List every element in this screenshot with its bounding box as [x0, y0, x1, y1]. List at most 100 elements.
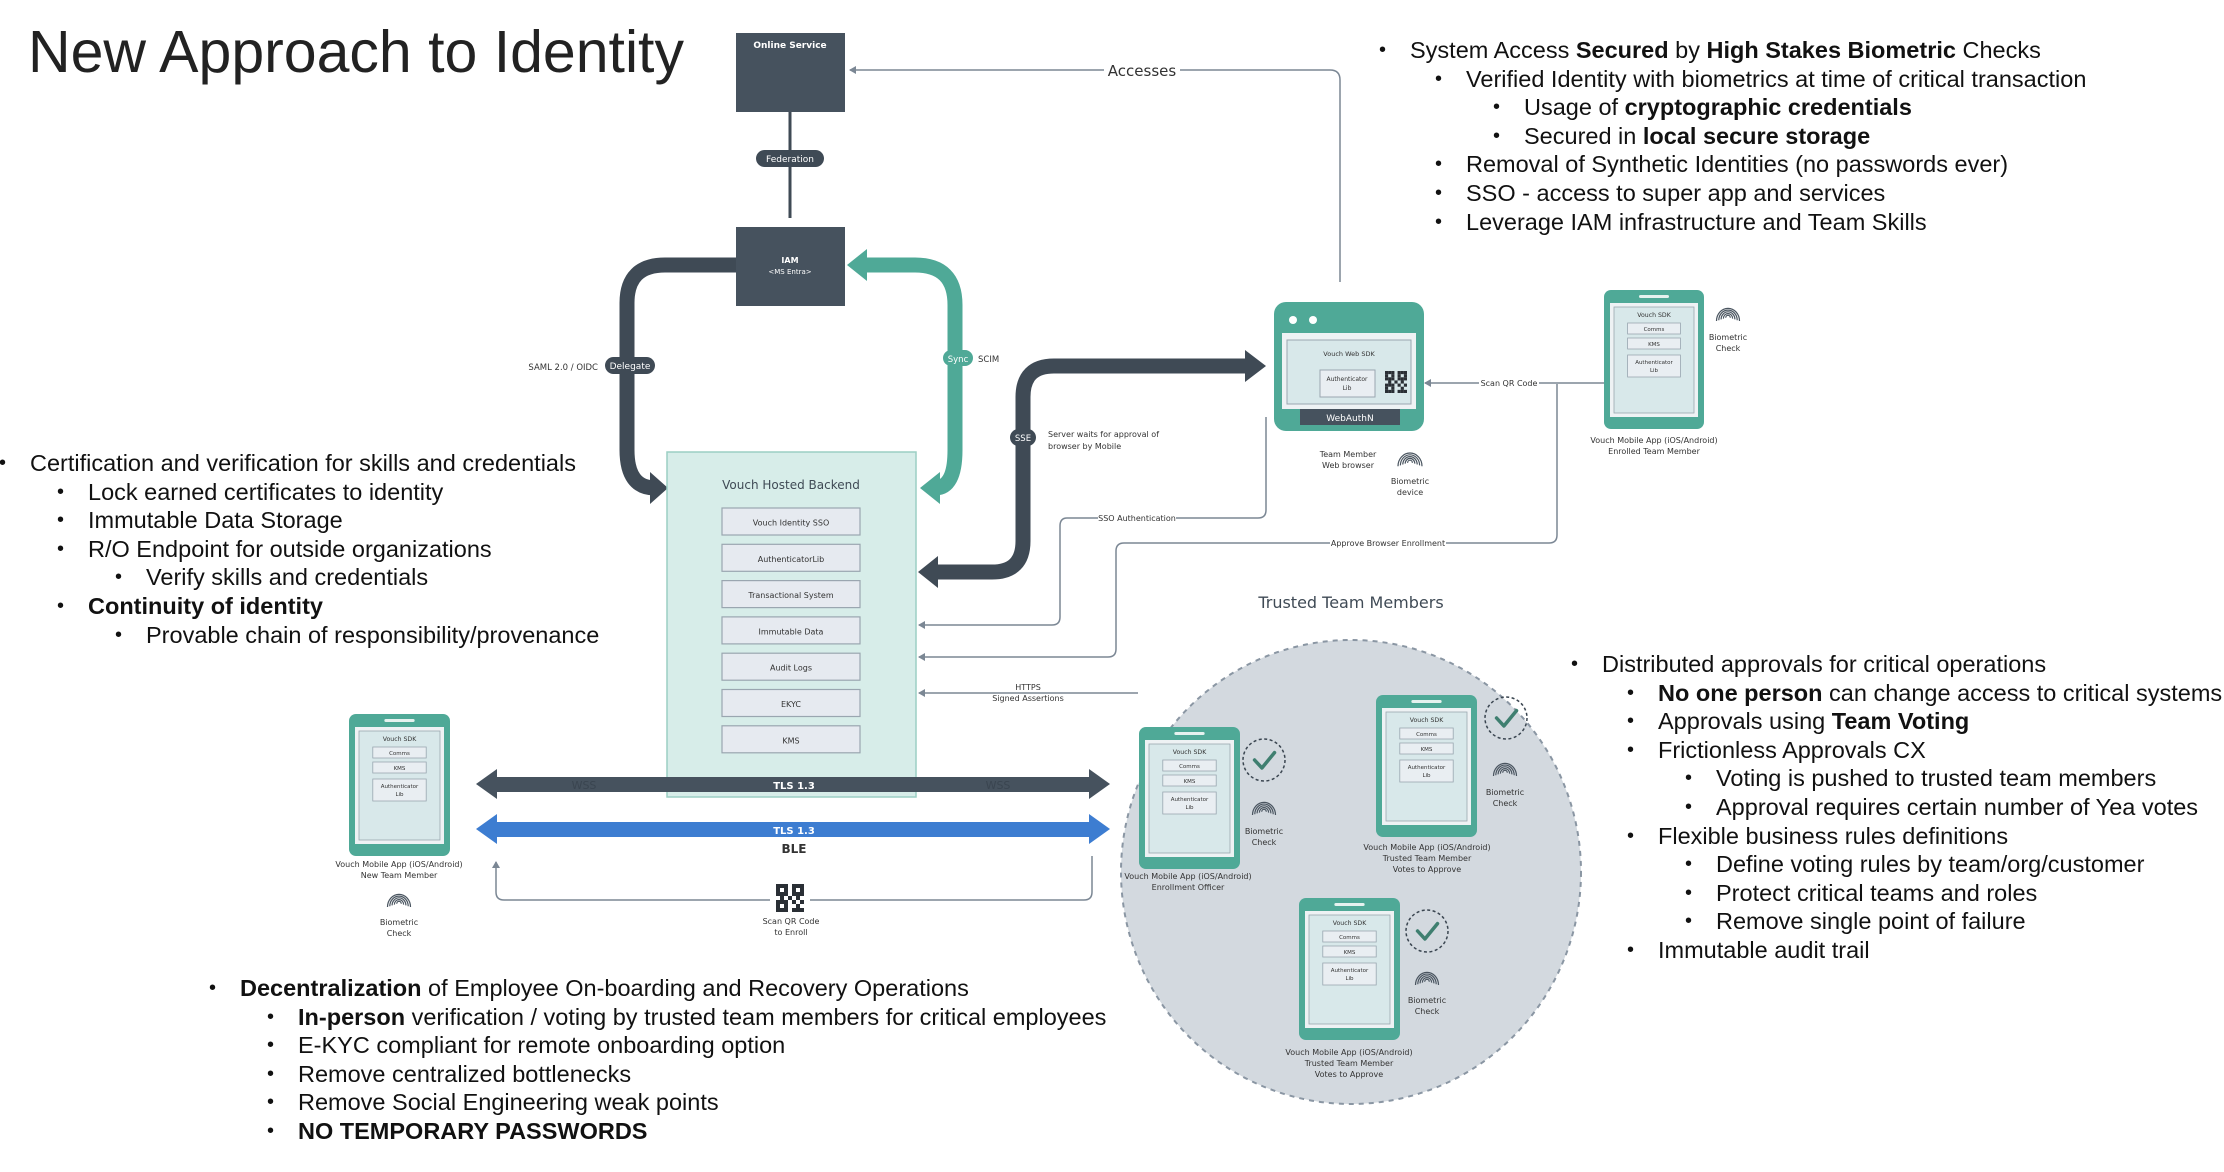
kms-label: KMS	[1184, 779, 1196, 785]
delegate-pill	[605, 357, 655, 374]
backend-item-label: EKYC	[781, 700, 801, 709]
qr-module	[800, 888, 804, 892]
qr-module	[1397, 374, 1401, 378]
enrolled-line2: Enrolled Team Member	[1608, 447, 1700, 456]
fingerprint-ridge	[1492, 762, 1518, 777]
fingerprint-icon	[1715, 307, 1741, 322]
bottom-bullet-list: Decentralization of Employee On-boarding…	[209, 974, 1107, 1146]
qr-module	[780, 896, 784, 900]
fingerprint-icon	[1492, 762, 1518, 777]
bullet-item: E-KYC compliant for remote onboarding op…	[267, 1031, 1106, 1060]
kms-box	[372, 761, 427, 774]
bullet-item: Verified Identity with biometrics at tim…	[1435, 65, 2086, 94]
fingerprint-ridge	[1497, 766, 1513, 775]
fingerprint-ridge	[1258, 807, 1270, 813]
bullet-text: of Employee On-boarding and Recovery Ope…	[421, 975, 969, 1001]
qr-module	[784, 892, 788, 896]
authenticator-sub-label: Lib	[1650, 368, 1659, 374]
fingerprint-ridge	[1495, 764, 1515, 776]
sso-auth-label: SSO Authentication	[1098, 514, 1176, 523]
check-ring	[1405, 909, 1449, 953]
enroll-qr-code-icon	[776, 884, 804, 912]
qr-module	[1385, 377, 1389, 381]
check-icon	[1484, 696, 1528, 740]
voter-a-biometric-2: Check	[1493, 799, 1518, 808]
qr-module	[780, 900, 784, 904]
bullet-text: Approvals using	[1658, 708, 1832, 735]
bullet-text: verification / voting by trusted team me…	[405, 1003, 1107, 1030]
officer-biometric-1: Biometric	[1245, 827, 1283, 836]
fingerprint-icon	[1414, 971, 1440, 986]
web-auth-lib-line2: Lib	[1343, 385, 1352, 392]
bullet-text: Usage of	[1524, 94, 1625, 121]
fingerprint-ridge	[1254, 803, 1274, 815]
qr-module	[1391, 386, 1395, 390]
qr-module	[776, 892, 780, 896]
comms-label: Comms	[1179, 764, 1200, 770]
backend-item-box	[721, 543, 861, 572]
new-member-biometric-1: Biometric	[380, 918, 418, 927]
comms-box	[1399, 727, 1454, 740]
sse-arrow	[935, 358, 1245, 580]
voter-b-line2: Trusted Team Member	[1304, 1059, 1394, 1068]
signed-assertions-label: Signed Assertions	[992, 694, 1064, 703]
fingerprint-ridge	[386, 893, 412, 908]
backend-item-box	[721, 507, 861, 536]
bullet-item: Removal of Synthetic Identities (no pass…	[1435, 150, 2086, 179]
check-mark	[1494, 708, 1519, 728]
fingerprint-ridge	[1404, 457, 1416, 464]
authenticator-box	[1399, 759, 1454, 783]
online-service-box	[736, 33, 845, 112]
accesses-line	[849, 66, 1341, 282]
bullet-text: Immutable Data Storage	[88, 507, 343, 534]
biometric-device-line1: Biometric	[1391, 477, 1429, 486]
bullet-text-bold: Continuity of identity	[88, 592, 323, 619]
qr-module	[800, 884, 804, 888]
qr-module	[1397, 377, 1401, 381]
bullet-item: Leverage IAM infrastructure and Team Ski…	[1435, 208, 2086, 237]
officer-line1: Vouch Mobile App (iOS/Android)	[1124, 872, 1251, 881]
qr-module	[784, 908, 788, 912]
iam-sub-label: <MS Entra>	[768, 268, 811, 276]
bullet-text: Distributed approvals for critical opera…	[1602, 651, 2047, 677]
backend-item-label: AuthenticatorLib	[758, 555, 824, 564]
bullet-item: No one person can change access to criti…	[1627, 679, 2222, 708]
fingerprint-ridge	[1720, 311, 1736, 320]
comms-label: Comms	[1644, 327, 1665, 333]
enrolled-line1: Vouch Mobile App (iOS/Android)	[1590, 436, 1717, 445]
bullet-item: Certification and verification for skill…	[0, 449, 599, 478]
fingerprint-ridge	[1499, 768, 1511, 774]
qr-module	[780, 884, 784, 888]
webauthn-bar	[1300, 409, 1400, 425]
scim-label: SCIM	[978, 355, 999, 365]
check-ring	[1242, 738, 1286, 782]
qr-module	[776, 904, 780, 908]
bullet-text: Define voting rules by team/org/customer	[1716, 851, 2145, 878]
ble-arrowhead-right	[1089, 814, 1110, 844]
approve-browser-line	[918, 384, 1558, 661]
scan-enroll-line2: to Enroll	[774, 928, 807, 937]
kms-box	[1162, 774, 1217, 787]
saml-label: SAML 2.0 / OIDC	[528, 363, 598, 373]
qr-module	[784, 900, 788, 904]
bullet-text: Removal of Synthetic Identities (no pass…	[1466, 151, 2009, 178]
qr-module	[1385, 374, 1389, 378]
bullet-item: Approval requires certain number of Yea …	[1685, 793, 2222, 822]
qr-module	[1403, 377, 1407, 381]
fingerprint-icon	[386, 893, 412, 908]
qr-module	[1388, 377, 1392, 381]
qr-module	[796, 896, 800, 900]
qr-module	[792, 892, 796, 896]
phone-speaker	[1334, 903, 1365, 906]
bullet-item: Immutable audit trail	[1627, 936, 2222, 965]
bullet-text-bold: No one person	[1658, 679, 1823, 706]
phone-speaker	[1411, 700, 1442, 703]
bullet-item: Frictionless Approvals CX	[1627, 736, 2222, 765]
authenticator-sub-label: Lib	[395, 792, 404, 798]
officer-biometric-2: Check	[1252, 838, 1277, 847]
kms-box	[1322, 945, 1377, 958]
top-right-bullet-list: System Access Secured by High Stakes Bio…	[1379, 36, 2086, 236]
